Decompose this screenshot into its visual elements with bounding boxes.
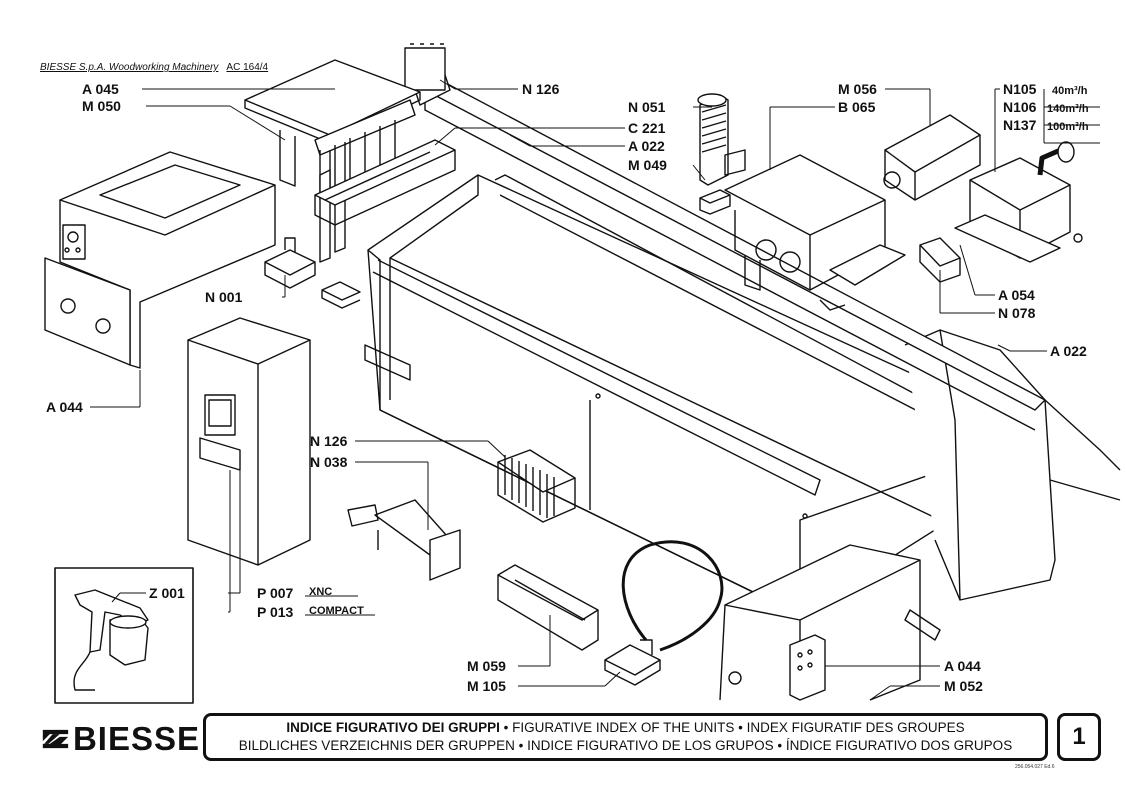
machine-base-frame [364, 174, 1036, 616]
part-label-n137: N137 [1003, 117, 1037, 133]
right-column [904, 329, 1121, 641]
variant-p013: COMPACT [309, 605, 364, 617]
part-label-n106: N106 [1003, 99, 1037, 115]
logo-wordmark: BIESSE [72, 720, 200, 757]
lower-right-cabinet [719, 544, 921, 701]
brand-logo: BIESSE [40, 719, 200, 759]
machine-model: AC 164/4 [226, 62, 269, 73]
leader-lines [90, 79, 1100, 701]
part-label-b065: B 065 [838, 99, 876, 115]
suction-cup-row [314, 99, 416, 263]
lubricator [697, 93, 746, 215]
part-label-c221: C 221 [628, 120, 666, 136]
part-label-m052: M 052 [944, 678, 983, 694]
part-label-a022-top: A 022 [628, 138, 665, 154]
flow-rate-n137: 100m³/h [1047, 121, 1089, 133]
part-label-a044-right: A 044 [944, 658, 981, 674]
variant-p007: XNC [309, 586, 332, 598]
title-german: BILDLICHES VERZEICHNIS DER GRUPPEN [238, 738, 515, 753]
vacuum-pump [954, 141, 1083, 263]
part-label-p007: P 007 [257, 585, 294, 601]
valve-block [264, 237, 316, 289]
part-label-n051: N 051 [628, 99, 666, 115]
company-name: BIESSE S.p.A. Woodworking Machinery [40, 62, 219, 73]
electric-cabinet [187, 317, 311, 566]
part-labels: A 045 M 050 N 126 N 051 C 221 A 022 M 04… [46, 81, 1089, 694]
title-spanish: INDICE FIGURATIVO DE LOS GRUPOS [527, 738, 774, 753]
connector-strip [497, 449, 576, 523]
logo-mark-icon [42, 729, 69, 749]
title-english: FIGURATIVE INDEX OF THE UNITS [512, 720, 735, 735]
part-label-z001: Z 001 [149, 585, 185, 601]
part-label-a054: A 054 [998, 287, 1035, 303]
title-line-1: INDICE FIGURATIVO DEI GRUPPI • FIGURATIV… [286, 720, 965, 735]
part-label-a044-left: A 044 [46, 399, 83, 415]
title-line-2: BILDLICHES VERZEICHNIS DER GRUPPEN • IND… [238, 738, 1013, 753]
part-label-n126-top: N 126 [522, 81, 560, 97]
flow-rate-n106: 140m³/h [1047, 103, 1089, 115]
tool-carriage [724, 154, 906, 311]
part-label-n001: N 001 [205, 289, 243, 305]
page-number-box: 1 [1057, 713, 1101, 761]
part-label-m049: M 049 [628, 157, 667, 173]
control-keypad [497, 564, 599, 651]
part-label-n105: N105 [1003, 81, 1037, 97]
document-header: BIESSE S.p.A. Woodworking Machinery AC 16… [40, 62, 268, 73]
part-label-a022-right: A 022 [1050, 343, 1087, 359]
flow-rate-n105: 40m³/h [1052, 85, 1088, 97]
part-label-p013: P 013 [257, 604, 294, 620]
machine-drawing [44, 43, 1121, 704]
part-label-n126-mid: N 126 [310, 433, 348, 449]
spray-gun [73, 589, 149, 691]
index-title-box: INDICE FIGURATIVO DEI GRUPPI • FIGURATIV… [203, 713, 1048, 761]
title-french: INDEX FIGURATIF DES GROUPES [746, 720, 965, 735]
part-label-a045: A 045 [82, 81, 119, 97]
servo-motor [883, 114, 981, 201]
left-control-cabinet [44, 151, 276, 369]
foot-pedal [604, 540, 724, 686]
page-number: 1 [1072, 723, 1086, 750]
part-label-m059: M 059 [467, 658, 506, 674]
title-italian: INDICE FIGURATIVO DEI GRUPPI [286, 720, 500, 735]
part-label-m050: M 050 [82, 98, 121, 114]
part-label-n078: N 078 [998, 305, 1036, 321]
part-label-m105: M 105 [467, 678, 506, 694]
document-code: 256.054.027 Ed.6 [1015, 764, 1055, 770]
title-portuguese: ÍNDICE FIGURATIVO DOS GRUPOS [785, 738, 1013, 753]
part-label-m056: M 056 [838, 81, 877, 97]
pneumatic-cylinder [347, 499, 461, 581]
part-label-n038: N 038 [310, 454, 348, 470]
